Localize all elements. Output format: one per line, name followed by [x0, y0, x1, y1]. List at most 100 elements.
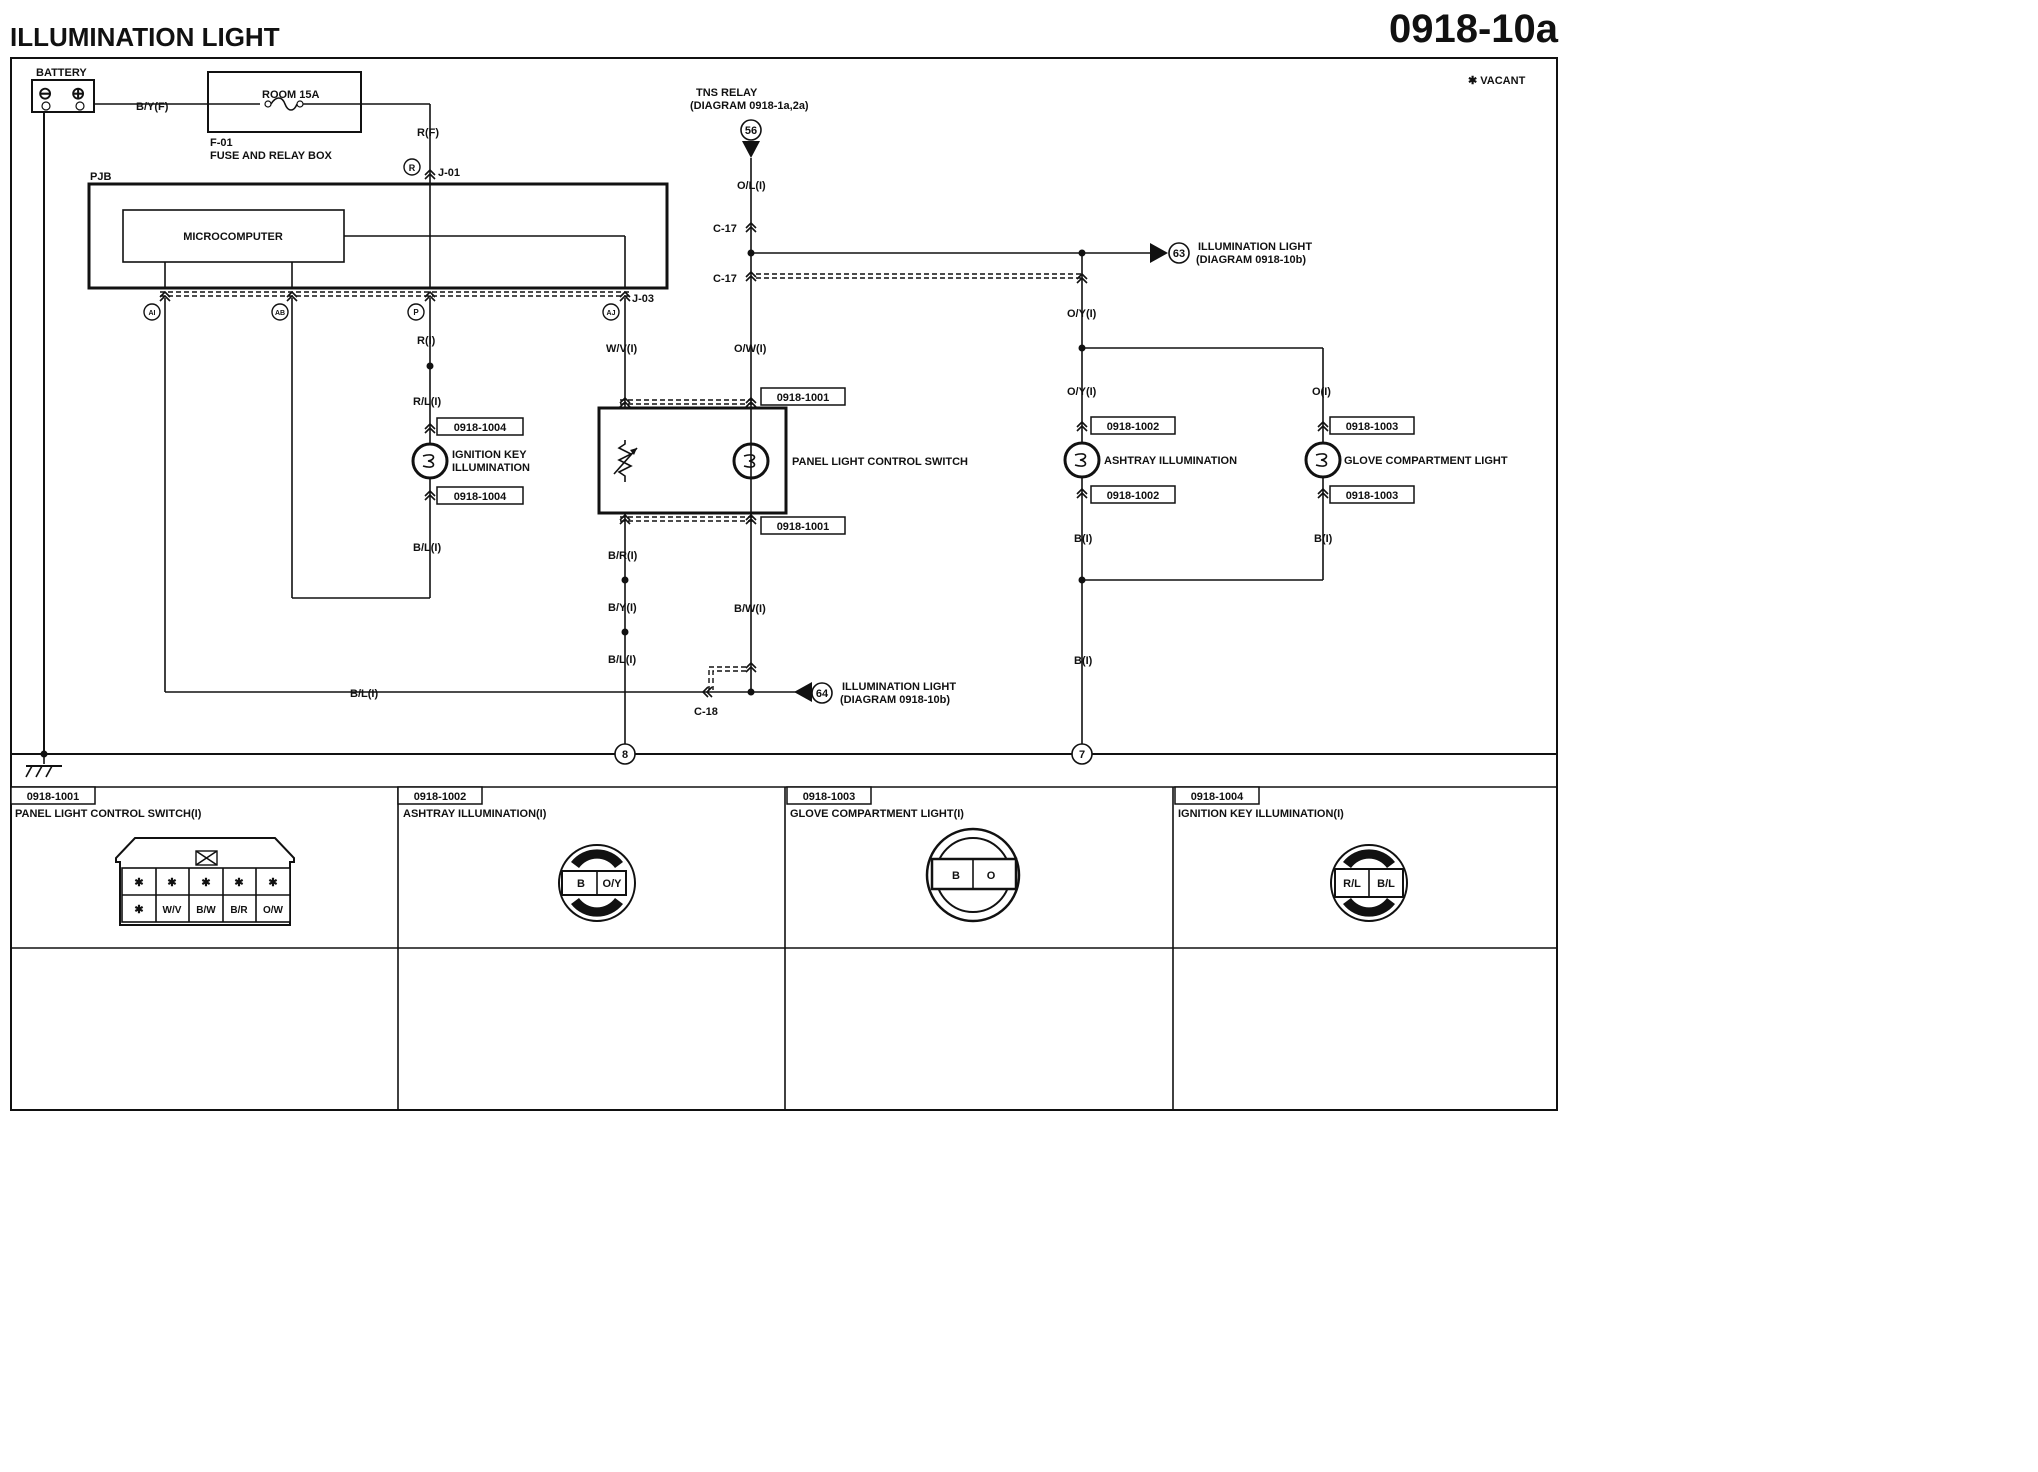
glove-lamp [1304, 441, 1342, 479]
conn-1003-code: 0918-1003 [803, 791, 856, 803]
ignition-ref-bot: 0918-1004 [454, 491, 507, 503]
connector-c17b: C-17 [713, 273, 737, 285]
panel-ref-bot-box [760, 516, 846, 535]
illum-out-circle [1168, 242, 1190, 264]
ground-point-8-label: 8 [622, 749, 628, 761]
ground-point-8 [614, 743, 636, 765]
pjb-label: PJB [90, 171, 111, 183]
svg-text:AJ: AJ [607, 310, 616, 317]
ashtray-ref-top-box [1090, 416, 1176, 435]
conn-1003-code-box [786, 786, 872, 805]
vacant-note: ✱ VACANT [1468, 75, 1526, 87]
conn-1003-name: GLOVE COMPARTMENT LIGHT(I) [790, 808, 964, 820]
battery-label: BATTERY [36, 67, 87, 79]
wiring-diagram: ILLUMINATION LIGHT 0918-10a ✱ VACANT BAT… [10, 7, 1559, 1111]
wire-label-oyi-top: O/Y(I) [1067, 308, 1097, 320]
conn-1001-pin-r2-3: B/W [196, 905, 216, 916]
glove-ref-bot: 0918-1003 [1346, 490, 1399, 502]
conn-1001-pin-r1-1: ✱ [134, 877, 143, 889]
svg-text:AB: AB [275, 310, 285, 317]
panel-ref-top-box [760, 387, 846, 406]
wire-label-bri: B/R(I) [608, 550, 638, 562]
panel-ref-bot: 0918-1001 [777, 521, 830, 533]
illum-out-circle-label: 63 [1173, 248, 1185, 260]
conn-1004-name: IGNITION KEY ILLUMINATION(I) [1178, 808, 1344, 820]
ashtray-ref-bot: 0918-1002 [1107, 490, 1160, 502]
ignition-name-1: IGNITION KEY [452, 449, 527, 461]
conn-1001-drawing [115, 837, 295, 926]
conn-1001-pin-r1-2: ✱ [167, 877, 176, 889]
ground-symbol [25, 754, 62, 778]
svg-text:P: P [413, 308, 419, 317]
conn-1004-code: 0918-1004 [1191, 791, 1244, 803]
glove-name: GLOVE COMPARTMENT LIGHT [1344, 455, 1508, 467]
tns-relay-circle-label: 56 [745, 125, 757, 137]
glove-ref-bot-box [1329, 485, 1415, 504]
conn-1001-pin-r2-2: W/V [163, 905, 182, 916]
svg-text:AI: AI [149, 310, 156, 317]
tns-relay-name: TNS RELAY [696, 87, 758, 99]
ignition-key-lamp [411, 442, 449, 480]
ground-point-7-label: 7 [1079, 749, 1085, 761]
tns-relay-arrow [742, 141, 760, 158]
conn-1003-pin-1: B [952, 870, 960, 882]
conn-1002-drawing [558, 844, 636, 922]
conn-1001-pin-r2-4: B/R [230, 905, 248, 916]
wire-label-oli: O/L(I) [737, 180, 766, 192]
illum-in-name: ILLUMINATION LIGHT [842, 681, 956, 693]
connector-j01: J-01 [438, 167, 460, 179]
diagram-number: 0918-10a [1389, 7, 1559, 51]
conn-1001-pin-r1-4: ✱ [234, 877, 243, 889]
conn-1002-code-box [397, 786, 483, 805]
pin-ab: AB [271, 303, 289, 321]
battery-terminal-minus [41, 101, 51, 111]
illum-out-ref: (DIAGRAM 0918-10b) [1196, 254, 1306, 266]
pin-ai: AI [143, 303, 161, 321]
wire-label-bi-bottom: B(I) [1074, 655, 1093, 667]
pin-r-circle [403, 158, 421, 176]
pin-aj: AJ [602, 303, 620, 321]
conn-1004-drawing [1330, 844, 1408, 922]
splice-bri [621, 576, 629, 584]
panel-name: PANEL LIGHT CONTROL SWITCH [792, 456, 968, 468]
panel-ref-top: 0918-1001 [777, 392, 830, 404]
conn-1002-code: 0918-1002 [414, 791, 467, 803]
ignition-name-2: ILLUMINATION [452, 462, 530, 474]
connector-j03: J-03 [632, 293, 654, 305]
wire-label-oi: O(I) [1312, 386, 1331, 398]
conn-1001-pin-r2-5: O/W [263, 905, 284, 916]
wire-label-oyi: O/Y(I) [1067, 386, 1097, 398]
wire-label-bli-bottom: B/L(I) [350, 688, 378, 700]
ashtray-ref-top: 0918-1002 [1107, 421, 1160, 433]
c18-dash-path-2 [712, 670, 746, 690]
illum-out-name: ILLUMINATION LIGHT [1198, 241, 1312, 253]
conn-1002-pin-2: O/Y [603, 878, 623, 890]
ignition-ref-top-box [436, 417, 524, 436]
wire-label-bwi: B/W(I) [734, 603, 766, 615]
pin-r-label: R [409, 163, 416, 173]
wire-label-bli-ign: B/L(I) [413, 542, 441, 554]
conn-1003-drawing [925, 827, 1021, 923]
pjb-box [87, 182, 669, 290]
wire-label-wvi: W/V(I) [606, 343, 637, 355]
fuse-element [270, 97, 298, 111]
ashtray-ref-bot-box [1090, 485, 1176, 504]
conn-1002-name: ASHTRAY ILLUMINATION(I) [403, 808, 547, 820]
conn-1004-pin-2: B/L [1377, 878, 1395, 890]
diagram-title: ILLUMINATION LIGHT [10, 22, 280, 52]
wire-label-bli-mid: B/L(I) [608, 654, 636, 666]
wire-label-byi: B/Y(I) [608, 602, 637, 614]
illum-in-ref: (DIAGRAM 0918-10b) [840, 694, 950, 706]
ashtray-lamp [1063, 441, 1101, 479]
fuse-box-code: F-01 [210, 137, 233, 149]
wire-label-bi-ash: B(I) [1074, 533, 1093, 545]
wire-label-owi: O/W(I) [734, 343, 767, 355]
rheostat-icon [613, 440, 638, 482]
ground-point-7 [1071, 743, 1093, 765]
glove-ref-top-box [1329, 416, 1415, 435]
ignition-ref-bot-box [436, 486, 524, 505]
splice-byi [621, 628, 629, 636]
pin-p: P [407, 303, 425, 321]
illum-out-arrow [1150, 243, 1168, 263]
fuse-terminal-left [264, 100, 272, 108]
